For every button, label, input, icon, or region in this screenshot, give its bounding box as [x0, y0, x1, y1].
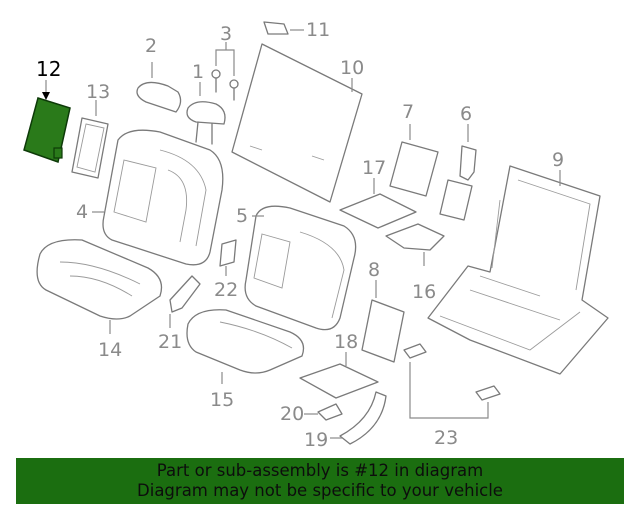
- part-3: [211, 69, 239, 101]
- callout-14: 14: [98, 339, 122, 361]
- part-7: [389, 141, 439, 197]
- part-4: [102, 129, 224, 266]
- part-5: [244, 205, 357, 331]
- part-21: [169, 275, 201, 313]
- part-19: [339, 391, 387, 445]
- callout-5: 5: [236, 205, 248, 227]
- leader-23: [409, 362, 489, 419]
- callout-6: 6: [460, 103, 472, 125]
- callout-11: 11: [306, 19, 330, 41]
- notice-banner: Part or sub-assembly is #12 in diagram D…: [16, 458, 624, 504]
- banner-line-1: Part or sub-assembly is #12 in diagram: [156, 461, 484, 480]
- callout-23: 23: [434, 427, 458, 449]
- part-14: [36, 239, 163, 320]
- callout-1: 1: [192, 61, 204, 83]
- part-2: [136, 81, 182, 113]
- callout-19: 19: [304, 429, 328, 451]
- part-13: [71, 117, 109, 179]
- part-9: [427, 165, 609, 375]
- banner-line-2: Diagram may not be specific to your vehi…: [137, 481, 503, 500]
- arrow-12: [42, 92, 50, 100]
- part-8: [361, 299, 405, 363]
- callout-9: 9: [552, 149, 564, 171]
- part-1: [186, 101, 226, 145]
- part-6: [439, 145, 477, 221]
- part-23: [403, 343, 501, 401]
- part-22: [219, 239, 237, 267]
- callout-16: 16: [412, 281, 436, 303]
- callout-20: 20: [280, 403, 304, 425]
- callout-18: 18: [334, 331, 358, 353]
- callout-8: 8: [368, 259, 380, 281]
- part-12-highlighted[interactable]: [23, 97, 71, 163]
- part-20: [317, 403, 343, 421]
- part-15: [186, 309, 305, 374]
- leader-3: [215, 42, 235, 76]
- callout-21: 21: [158, 331, 182, 353]
- callout-22: 22: [214, 279, 238, 301]
- callout-3: 3: [220, 23, 232, 45]
- part-17: [339, 193, 417, 229]
- part-10: [231, 43, 363, 203]
- callout-10: 10: [340, 57, 364, 79]
- callout-13: 13: [86, 81, 110, 103]
- part-18: [299, 363, 379, 399]
- callout-12: 12: [36, 57, 61, 81]
- callout-17: 17: [362, 157, 386, 179]
- callout-4: 4: [76, 201, 88, 223]
- callout-15: 15: [210, 389, 234, 411]
- callout-7: 7: [402, 101, 414, 123]
- part-11: [263, 21, 289, 35]
- part-16: [385, 223, 445, 251]
- callout-2: 2: [145, 35, 157, 57]
